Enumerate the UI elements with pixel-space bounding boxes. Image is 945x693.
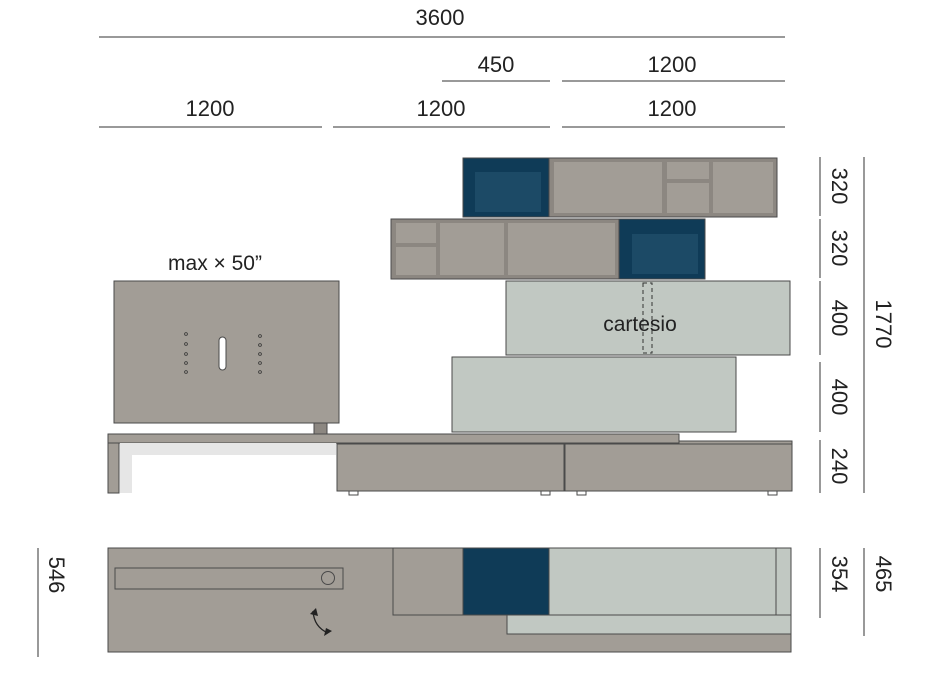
navy-box-top-inner: [475, 172, 541, 212]
dimension-depth-546: 546: [44, 557, 69, 594]
plan-sage-lower-edge: [506, 614, 792, 635]
wall-shelf-top: [462, 157, 778, 218]
dimension-1200-top-right: 1200: [648, 52, 697, 77]
bench-shadow: [120, 443, 336, 493]
taupe-shelf-second-cell-2: [440, 223, 504, 275]
bench-left-leg: [107, 442, 120, 494]
plan-view: 546 354 465: [37, 547, 896, 657]
tv-panel-post: [313, 422, 328, 435]
base-bench: [107, 433, 793, 496]
right-dimension-lines: 320 320 400 400 240 1770: [819, 157, 896, 493]
dimension-1200-middle: 1200: [417, 96, 466, 121]
sage-panel-lower: [451, 356, 737, 433]
dimension-total-width: 3600: [416, 5, 465, 30]
taupe-shelf-top-cell-2a: [667, 162, 709, 179]
dimension-height-240: 240: [827, 448, 852, 485]
plan-cable-hole: [321, 571, 335, 585]
dimension-depth-465: 465: [871, 556, 896, 593]
rotate-arrow-icon: [310, 608, 332, 636]
taupe-shelf-second-cell-1b: [396, 247, 436, 275]
dimension-height-320-b: 320: [827, 230, 852, 267]
plan-taupe-block: [392, 547, 464, 616]
plan-navy-block: [462, 547, 550, 616]
dimension-height-320-a: 320: [827, 168, 852, 205]
taupe-shelf-top-cell-1: [554, 162, 662, 213]
sage-panel-upper: [505, 280, 791, 356]
taupe-shelf-second-cell-1a: [396, 223, 436, 243]
taupe-shelf-second-cell-3: [508, 223, 615, 275]
dimension-height-400-b: 400: [827, 379, 852, 416]
tv-panel-holes: [184, 332, 262, 374]
taupe-shelf-top-cell-3: [713, 162, 773, 213]
dimension-1200-right: 1200: [648, 96, 697, 121]
plan-sage-right-edge: [775, 547, 792, 616]
plan-sage-block: [548, 547, 777, 616]
sage-door-upper: cartesio: [505, 280, 791, 356]
brand-label: cartesio: [603, 313, 677, 336]
tv-panel-cable-slot: [218, 336, 227, 371]
taupe-shelf-top-cell-2b: [667, 183, 709, 213]
dimension-total-height: 1770: [871, 300, 896, 349]
top-dimension-lines: 3600 450 1200 1200 1200 1200: [99, 5, 785, 128]
foot-3: [576, 490, 587, 496]
foot-4: [767, 490, 778, 496]
bench-top: [107, 433, 680, 444]
dimension-depth-354: 354: [827, 556, 852, 593]
foot-1: [348, 490, 359, 496]
tv-panel: max × 50”: [113, 252, 340, 435]
wall-shelf-second: [390, 218, 706, 280]
plan-cable-channel: [114, 567, 344, 590]
dimension-1200-left: 1200: [186, 96, 235, 121]
sage-door-lower: [451, 356, 737, 433]
tv-size-label: max × 50”: [168, 252, 262, 275]
dimension-450: 450: [478, 52, 515, 77]
dimension-height-400-a: 400: [827, 300, 852, 337]
drawer-left: [336, 443, 565, 492]
drawer-right: [564, 443, 793, 492]
hidden-partition-dashed: [642, 282, 653, 354]
foot-2: [540, 490, 551, 496]
navy-box-second-inner: [632, 234, 698, 274]
